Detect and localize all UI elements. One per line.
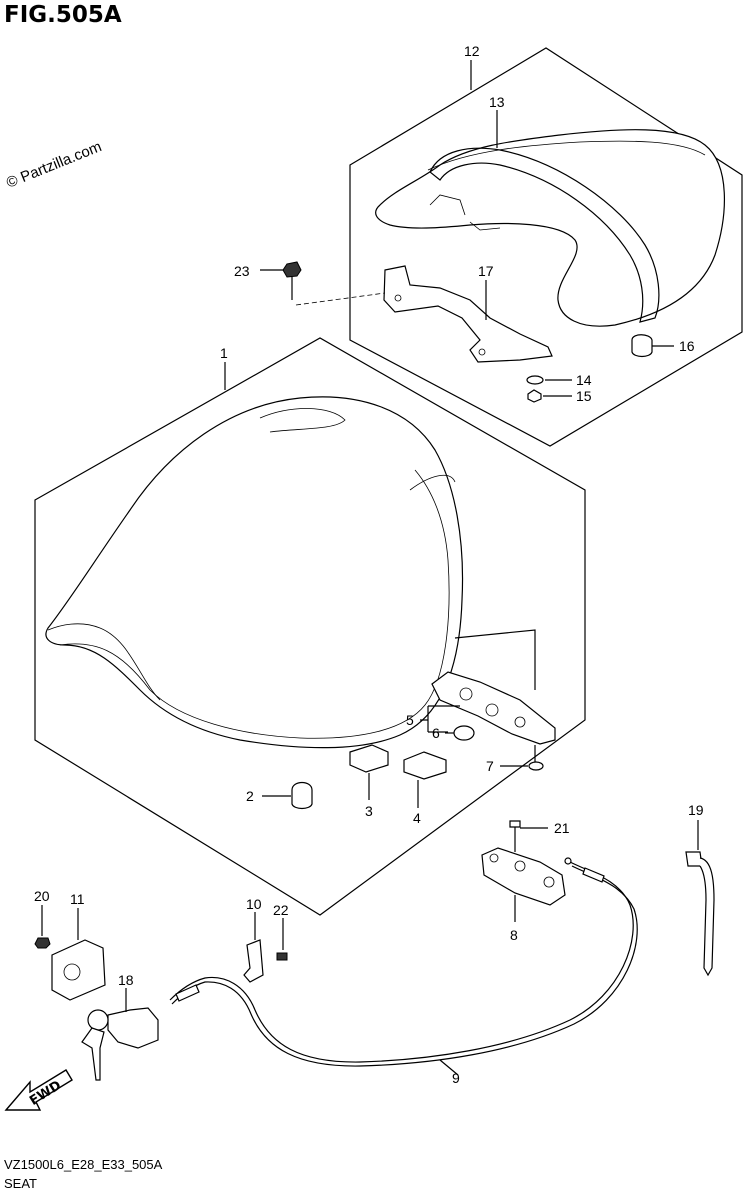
callout-4: 4 [413,810,421,826]
latch-hole-2 [514,860,526,872]
washer-14 [526,375,544,385]
callout-7: 7 [486,758,494,774]
plate-hole-1 [459,687,473,701]
seat-lock-18 [107,1007,159,1049]
pad-3 [349,744,389,773]
bracket-hole-1 [394,294,402,302]
pillion-grab-strap [429,147,660,323]
seat-latch-8 [481,847,566,906]
callout-1: 1 [220,345,228,361]
callout-3: 3 [365,803,373,819]
hexagon-main-group [34,337,586,916]
bracket-hole-2 [478,348,486,356]
callout-2: 2 [246,788,254,804]
key-head [87,1009,109,1031]
callout-16: 16 [679,338,695,354]
bolt-21-head [509,820,521,828]
leader-5 [420,705,460,733]
cable-clip-10 [243,939,264,983]
bumper-2 [291,781,313,810]
main-seat-side [47,623,161,701]
callout-22: 22 [273,902,289,918]
cushion-6 [453,725,475,741]
callout-17: 17 [478,263,494,279]
callout-10: 10 [246,896,262,912]
main-seat-welt [59,469,450,739]
main-seat-stitch [259,408,456,491]
latch-hole-3 [543,876,555,888]
cable-tie-19 [685,851,703,867]
seat-bracket [383,265,553,363]
cable-lock-fitting [175,984,200,1002]
release-cable-9 [169,861,634,1063]
callout-8: 8 [510,927,518,943]
bracket-11-hole [63,963,81,981]
nut-7 [528,761,544,771]
bolt-20 [34,937,51,949]
latch-hole-1 [489,853,499,863]
key-blade [81,1027,105,1081]
leader-seat-to-plate [454,629,536,690]
pad-4 [403,751,447,780]
callout-14: 14 [576,372,592,388]
plate-hole-3 [514,716,526,728]
screw-22 [276,952,288,961]
callout-23: 23 [234,263,250,279]
section-name: SEAT [4,1176,37,1191]
cable-tie-strap [699,857,715,977]
figure-title: FIG.505A [4,2,122,28]
callout-13: 13 [489,94,505,110]
hexagon-pillion-group [349,47,743,447]
pillion-seat-underside [429,194,501,231]
callout-9: 9 [452,1070,460,1086]
callout-6: 6 [432,725,440,741]
nut-15 [527,389,542,403]
release-cable-9-outer [171,865,638,1067]
callout-15: 15 [576,388,592,404]
bolt-23-leader [295,292,386,306]
cable-end-fitting [582,867,605,883]
bolt-23 [282,261,302,278]
callout-18: 18 [118,972,134,988]
callout-5: 5 [406,712,414,728]
callout-19: 19 [688,802,704,818]
cable-end-ball [564,857,572,865]
leader-9 [439,1059,459,1076]
callout-20: 20 [34,888,50,904]
lock-bracket-11 [51,939,106,1001]
fwd-arrow-icon [4,1069,73,1111]
callout-21: 21 [554,820,570,836]
callout-12: 12 [464,43,480,59]
callout-11: 11 [70,891,85,907]
pillion-seat-welt [427,140,706,171]
model-code: VZ1500L6_E28_E33_505A [4,1157,163,1172]
seat-plate-5 [431,671,556,745]
plate-hole-2 [485,703,499,717]
cushion-16 [631,334,653,358]
main-seat [45,396,464,749]
pillion-seat [375,129,725,327]
